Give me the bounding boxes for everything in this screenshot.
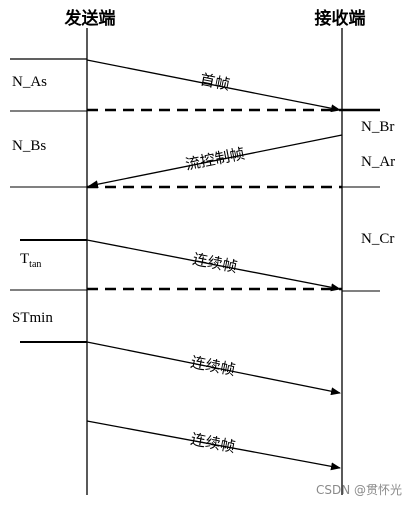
timer-n-ar-label: N_Ar bbox=[361, 154, 395, 170]
message-consecutive-2-label: 连续帧 bbox=[189, 353, 237, 379]
timer-n-br-label: N_Br bbox=[361, 119, 394, 135]
arrow-first-frame bbox=[86, 59, 341, 113]
arrow-consecutive-2 bbox=[86, 341, 341, 396]
timer-st-min-label: STmin bbox=[12, 310, 53, 326]
message-flow-control-label: 流控制帧 bbox=[184, 145, 246, 174]
sender-label: 发送端 bbox=[64, 8, 116, 29]
message-consecutive-1-label: 连续帧 bbox=[191, 250, 239, 276]
receiver-label: 接收端 bbox=[315, 8, 366, 29]
timer-n-bs-label: N_Bs bbox=[12, 138, 46, 154]
watermark: CSDN @贯怀光 bbox=[315, 483, 402, 497]
message-first-frame-label: 首帧 bbox=[199, 70, 232, 93]
timer-n-cr-label: N_Cr bbox=[361, 231, 394, 247]
arrow-consecutive-1 bbox=[86, 239, 341, 292]
arrow-consecutive-3 bbox=[86, 420, 341, 471]
timer-t-tan-sub: tan bbox=[29, 259, 41, 270]
timer-t-tan-label: Ttan bbox=[20, 251, 41, 270]
message-consecutive-3-label: 连续帧 bbox=[189, 430, 237, 456]
timer-n-as-label: N_As bbox=[12, 74, 47, 90]
timer-t-tan-main: T bbox=[20, 251, 29, 267]
arrow-flow-control bbox=[88, 134, 343, 189]
